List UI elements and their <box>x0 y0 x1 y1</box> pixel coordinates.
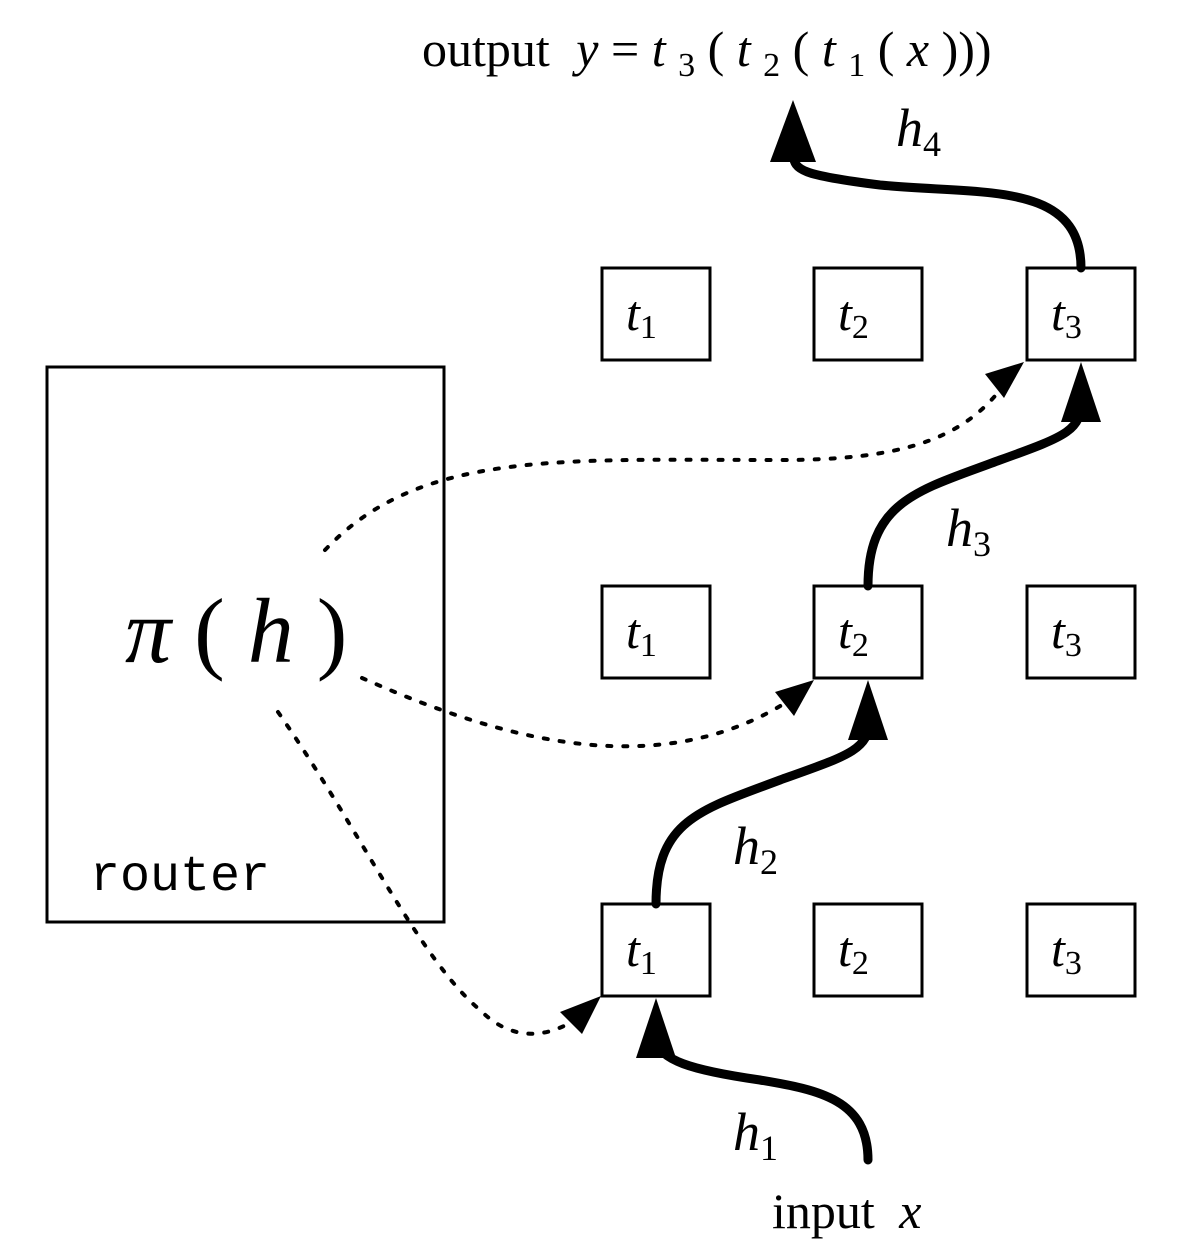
dotted-arrowhead-middle <box>775 680 814 716</box>
route-to-bottom-row <box>276 710 580 1036</box>
route-to-top-row <box>323 388 1002 552</box>
task-box-r1-c2 <box>1025 584 1137 680</box>
router-label: router <box>90 849 270 906</box>
task-box-r0-c2 <box>1025 266 1137 362</box>
thick-arrowhead-into-t3 <box>1061 362 1101 422</box>
computation-arrowheads <box>636 100 1101 1058</box>
output-title: output y = t 3 ( t 2 ( t 1 ( x ))) <box>422 21 992 87</box>
task-box-r2-c1 <box>812 902 924 998</box>
task-label-r1-c1: t2 <box>838 603 869 664</box>
route-to-middle-row <box>360 676 792 749</box>
task-box-r2-c0 <box>600 902 712 998</box>
path-h2 <box>651 715 875 909</box>
input-label: input x <box>772 1183 922 1239</box>
task-box-r1-c1 <box>812 584 924 680</box>
hidden-state-h3: h3 <box>946 498 991 564</box>
task-label-r1-c2: t3 <box>1051 603 1082 664</box>
task-box-r0-c0 <box>600 266 712 362</box>
task-box-r0-c1 <box>812 266 924 362</box>
router-function: π ( h ) <box>125 580 347 682</box>
hidden-state-h4: h4 <box>896 98 941 164</box>
thick-arrowhead-into-t1 <box>636 998 676 1058</box>
task-label-r1-c0: t1 <box>626 603 657 664</box>
task-box-r2-c2 <box>1025 902 1137 998</box>
task-label-r0-c0: t1 <box>626 285 657 346</box>
task-label-r0-c1: t2 <box>838 285 869 346</box>
task-label-r2-c1: t2 <box>838 921 869 982</box>
task-grid: t1 t2 t3 t1 t2 t3 t1 t2 t3 <box>600 266 1137 998</box>
task-label-r2-c0: t1 <box>626 921 657 982</box>
thick-arrowhead-output <box>770 100 816 162</box>
dotted-arrowhead-bottom <box>560 996 601 1034</box>
task-label-r0-c2: t3 <box>1051 285 1082 346</box>
task-box-r1-c0 <box>600 584 712 680</box>
path-h4 <box>788 150 1086 273</box>
thick-arrowhead-into-t2 <box>848 680 888 740</box>
task-label-r2-c2: t3 <box>1051 921 1082 982</box>
routing-arrowheads <box>560 362 1024 1034</box>
path-h3 <box>863 395 1087 591</box>
routing-dotted-arrows <box>276 388 1002 1036</box>
dotted-arrowhead-top <box>985 362 1024 398</box>
hidden-state-h1: h1 <box>733 1102 778 1168</box>
hidden-state-h2: h2 <box>733 816 778 882</box>
router-box <box>45 365 446 924</box>
